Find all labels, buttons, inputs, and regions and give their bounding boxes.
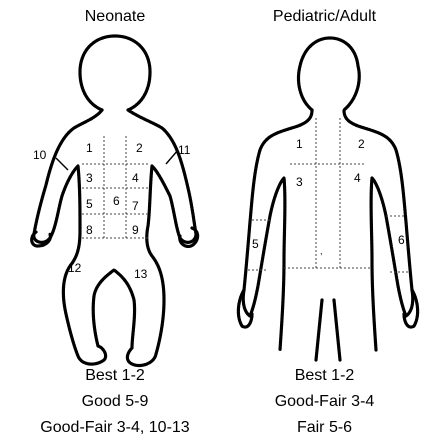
pediatric-body-outline [243, 110, 413, 350]
pediatric-site-4: 4 [354, 171, 361, 185]
neonate-head-outline [80, 36, 150, 110]
neonate-caption-good-fair: Good-Fair 3-4, 10-13 [0, 418, 230, 438]
pediatric-navel-mark: , [320, 246, 323, 256]
neonate-site-7: 7 [132, 199, 139, 213]
neonate-lead-line-11 [166, 150, 178, 164]
neonate-site-9: 9 [132, 223, 139, 237]
pediatric-site-2: 2 [358, 137, 365, 151]
neonate-site-6: 6 [113, 194, 120, 208]
pediatric-caption-fair: Fair 5-6 [222, 418, 427, 438]
neonate-site-10: 10 [33, 148, 47, 162]
pediatric-site-grid [248, 118, 410, 272]
neonate-site-8: 8 [86, 223, 93, 237]
neonate-site-5: 5 [86, 197, 93, 211]
pediatric-panel: Pediatric/Adult , 1 2 3 4 5 6 Bes [222, 0, 427, 438]
neonate-site-2: 2 [136, 141, 143, 155]
neonate-caption-best: Best 1-2 [0, 366, 230, 386]
neonate-caption-good: Good 5-9 [0, 392, 230, 412]
neonate-site-3: 3 [86, 171, 93, 185]
neonate-site-12: 12 [68, 261, 82, 275]
neonate-site-1: 1 [86, 141, 93, 155]
pediatric-site-1: 1 [296, 137, 303, 151]
pediatric-site-6: 6 [398, 233, 405, 247]
neonate-lead-line-10 [56, 158, 68, 170]
pediatric-site-5: 5 [252, 237, 259, 251]
neonate-site-13: 13 [134, 267, 148, 281]
pediatric-caption-good-fair: Good-Fair 3-4 [222, 392, 427, 412]
neonate-site-4: 4 [132, 171, 139, 185]
pediatric-legs-outline [316, 300, 340, 360]
pediatric-head-outline [299, 38, 360, 110]
neonate-panel: Neonate 1 2 3 4 5 6 7 8 9 10 11 1 [0, 0, 230, 438]
neonate-site-11: 11 [178, 143, 191, 157]
pediatric-site-3: 3 [296, 175, 303, 189]
pediatric-caption-best: Best 1-2 [222, 366, 427, 386]
